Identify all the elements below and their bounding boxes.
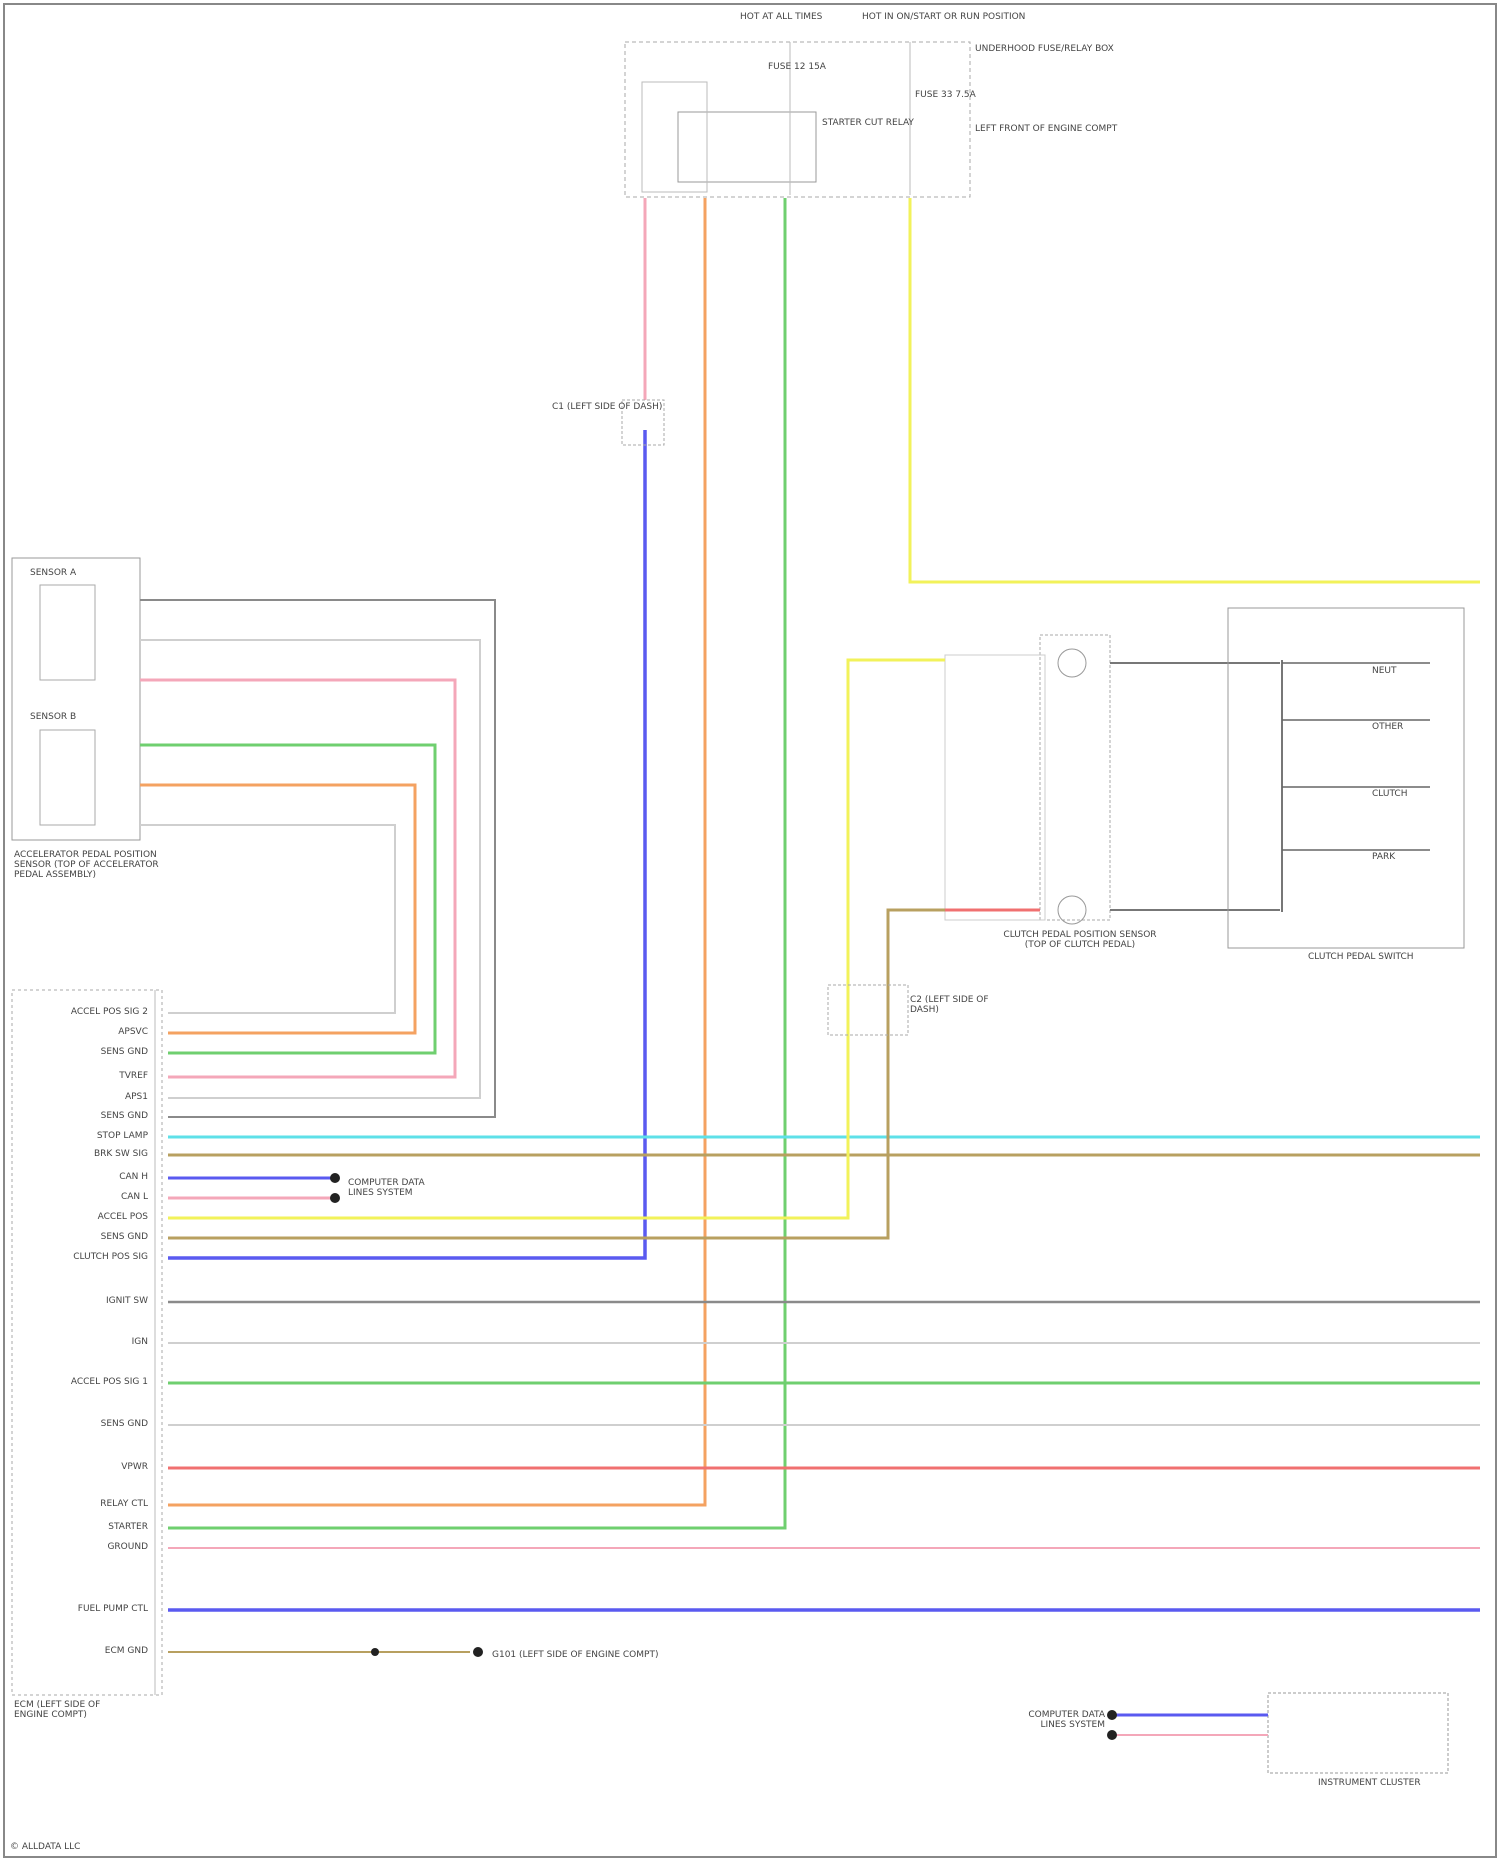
- ecm-pin-label: CAN L: [8, 1192, 148, 1202]
- ecm-pin-label: TVREF: [8, 1071, 148, 1081]
- wire-green-relay: [168, 198, 785, 1528]
- relay-box-note-2: LEFT FRONT OF ENGINE COMPT: [975, 124, 1117, 134]
- fuse2-label: FUSE 33 7.5A: [915, 90, 976, 100]
- computer-data-lines-label: COMPUTER DATA LINES SYSTEM: [348, 1178, 438, 1198]
- wire-blue-relay: [168, 430, 645, 1258]
- credit-text: © ALLDATA LLC: [10, 1842, 80, 1852]
- ecm-caption: ECM (LEFT SIDE OF ENGINE COMPT): [14, 1700, 124, 1720]
- ecm-pin-label: RELAY CTL: [8, 1499, 148, 1509]
- clutch-switch-item: CLUTCH: [1372, 789, 1407, 799]
- connector-c2: [828, 985, 908, 1035]
- header-hot-at-all-times: HOT AT ALL TIMES: [740, 12, 822, 22]
- ecm-pin-label: FUEL PUMP CTL: [8, 1604, 148, 1614]
- fuse-label: FUSE 12 15A: [768, 62, 826, 72]
- sensor-a-label: SENSOR A: [30, 568, 76, 578]
- ecm-pin-label: ACCEL POS SIG 2: [8, 1007, 148, 1017]
- instrument-cluster-label: INSTRUMENT CLUSTER: [1318, 1778, 1421, 1788]
- sensor-b-label: SENSOR B: [30, 712, 76, 722]
- ecm-pin-label: SENS GND: [8, 1419, 148, 1429]
- connector-c1-label: C1 (LEFT SIDE OF DASH): [552, 402, 662, 412]
- ecm-pin-label: IGNIT SW: [8, 1296, 148, 1306]
- ecm-pin-label: GROUND: [8, 1542, 148, 1552]
- ecm-pin-label: STARTER: [8, 1522, 148, 1532]
- clutch-switch-item: NEUT: [1372, 666, 1397, 676]
- wire-yellow-relay: [910, 198, 1480, 582]
- ecm-pin-label: ECM GND: [8, 1646, 148, 1656]
- accelerator-caption: ACCELERATOR PEDAL POSITION SENSOR (TOP O…: [14, 850, 164, 880]
- clutch-sensor-box: [1040, 635, 1110, 920]
- ecm-pin-label: ACCEL POS: [8, 1212, 148, 1222]
- clutch-switch-item: PARK: [1372, 852, 1395, 862]
- clutch-switch-box: [1228, 608, 1464, 948]
- relay-box-note: UNDERHOOD FUSE/RELAY BOX: [975, 44, 1114, 54]
- ecm-pin-label: CAN H: [8, 1172, 148, 1182]
- instrument-cluster-box: [1268, 1693, 1448, 1773]
- ecm-pin-label: CLUTCH POS SIG: [8, 1252, 148, 1262]
- ecm-pin-label: APS1: [8, 1092, 148, 1102]
- accelerator-sensor-box: [12, 558, 140, 840]
- clutch-switch-item: OTHER: [1372, 722, 1403, 732]
- clutch-switch-label: CLUTCH PEDAL SWITCH: [1308, 952, 1414, 962]
- connector-c2-label: C2 (LEFT SIDE OF DASH): [910, 995, 990, 1015]
- ecm-pin-label: STOP LAMP: [8, 1131, 148, 1141]
- bottom-data-lines-label: COMPUTER DATA LINES SYSTEM: [1010, 1710, 1105, 1730]
- clutch-sensor-label: CLUTCH PEDAL POSITION SENSOR (TOP OF CLU…: [1000, 930, 1160, 950]
- ground-note: G101 (LEFT SIDE OF ENGINE COMPT): [492, 1650, 658, 1660]
- relay-label: STARTER CUT RELAY: [822, 118, 914, 128]
- ecm-pin-label: IGN: [8, 1337, 148, 1347]
- header-hot-in-run: HOT IN ON/START OR RUN POSITION: [862, 12, 1025, 22]
- ecm-pin-label: SENS GND: [8, 1111, 148, 1121]
- ecm-pin-label: BRK SW SIG: [8, 1149, 148, 1159]
- ecm-pin-label: SENS GND: [8, 1047, 148, 1057]
- ecm-pin-label: APSVC: [8, 1027, 148, 1037]
- ecm-pin-label: ACCEL POS SIG 1: [8, 1377, 148, 1387]
- ecm-pin-label: VPWR: [8, 1462, 148, 1472]
- ecm-pin-label: SENS GND: [8, 1232, 148, 1242]
